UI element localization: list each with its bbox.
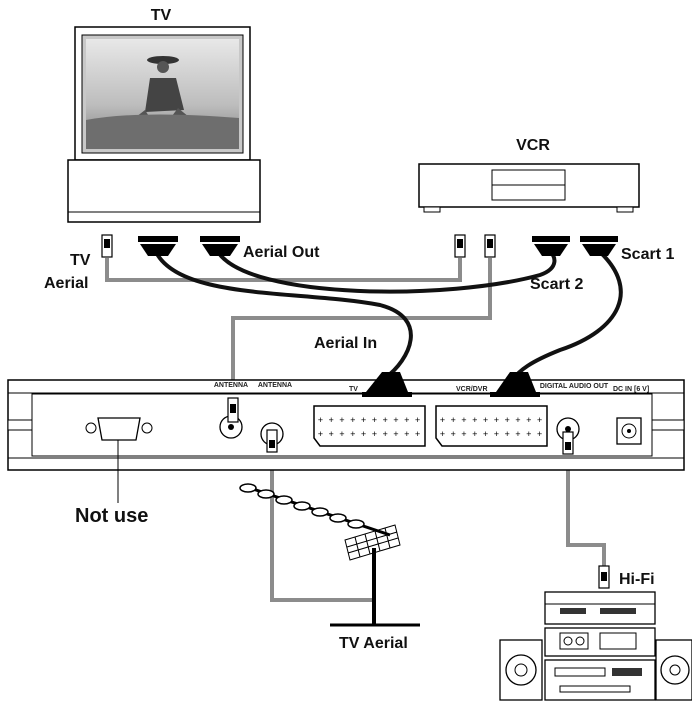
audio-cable-hifi [566,440,606,570]
scart1-label: Scart 1 [621,246,674,263]
hifi-plug [598,565,610,589]
not-use-label: Not use [75,505,148,527]
aerial-in-label: Aerial In [314,335,377,352]
tv-screen-figure [86,56,239,149]
vcr-scart-plug-1 [580,236,618,256]
receiver-audio-plug [562,431,574,455]
scart-cable-tv [154,251,413,380]
svg-text:+ + + + + + + + + +: + + + + + + + + + + [318,430,421,440]
tv-aerial-antenna-label: TV Aerial [339,635,408,652]
svg-text:+ + + + + + + + + +: + + + + + + + + + + [318,416,421,426]
vcr-dvr-scart-socket: + + + + + + + + + + + + + + + + + + + + … [435,386,548,447]
serial-port [85,417,153,441]
aerial-out-label: Aerial Out [243,244,320,261]
tv-label: TV [151,7,172,24]
dc-in-socket: DC IN [6 V] [613,386,649,445]
receiver-vcr-scart-plug [490,372,540,397]
tv-aerial-label-line2: Aerial [44,275,88,292]
vcr-rf-plug-2 [484,234,496,258]
receiver-back-panel: ANTENNA ANTENNA + + + + + + + + + + + + … [7,379,685,471]
vcr-scart-plug-2 [532,236,570,256]
svg-text:+ + + + + + + + + +: + + + + + + + + + + [440,430,543,440]
tv-scart-socket: + + + + + + + + + + + + + + + + + + + + … [313,386,426,447]
vcr-dvr-socket-label: VCR/DVR [456,386,488,393]
dc-in-label: DC IN [6 V] [613,386,649,393]
receiver-rf-in-plug [266,429,278,453]
svg-text:DIGITAL AUDIO OUT: DIGITAL AUDIO OUT [540,383,609,390]
aerial-cable-tv-vcr [105,258,462,282]
scart2-label: Scart 2 [530,276,583,293]
vcr-unit: VCR [418,137,640,213]
svg-text:+ + + + + + + + + +: + + + + + + + + + + [440,416,543,426]
tv-aerial-antenna [239,483,420,627]
tv-aerial-label-line1: TV [70,252,91,269]
scart-cable-tv-vcr [216,250,557,294]
hifi-label: Hi-Fi [619,571,655,588]
tv-socket-label: TV [349,386,358,393]
receiver-tv-scart-plug [362,372,412,397]
vcr-rf-plug-1 [454,234,466,258]
receiver-rf-out-plug [227,397,239,423]
svg-text:ANTENNA: ANTENNA [214,382,248,389]
tv-set: TV [67,7,261,223]
tv-scart-plug-2 [200,236,240,256]
vcr-label: VCR [516,137,550,154]
svg-text:ANTENNA: ANTENNA [258,382,292,389]
aerial-cable-vcr-receiver [231,258,492,398]
hifi-system [499,591,692,701]
tv-scart-plug [138,236,178,256]
tv-rf-plug [101,234,113,258]
scart-cable-vcr [510,250,623,382]
